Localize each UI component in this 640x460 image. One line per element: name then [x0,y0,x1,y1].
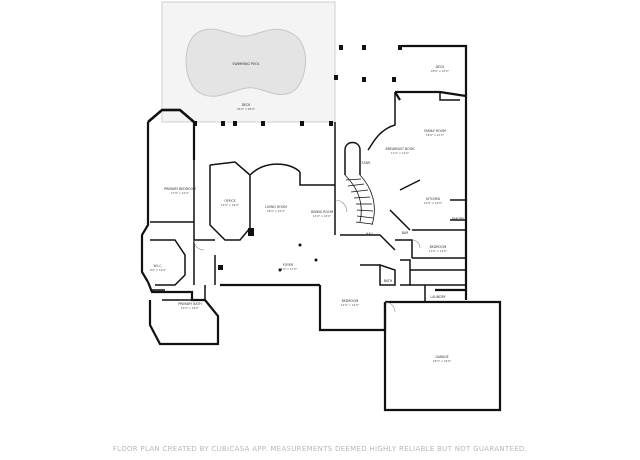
breakfast-nook-label: BREAKFAST NOOK [386,147,416,151]
bay-window [147,108,195,123]
wic-label: W.I.C. [154,264,163,268]
bedroom2-dim: 12'0" x 14'0" [341,303,360,307]
dining-room-dim: 14'0" x 16'0" [313,214,332,218]
laundry-label: LAUNDRY [430,295,445,299]
living-room-label: LIVING ROOM [265,205,287,209]
bath-label: BATH [384,279,393,283]
primary-bedroom-dim: 17'0" x 21'0" [171,191,190,195]
breakfast-nook-dim: 11'0" x 12'0" [391,151,410,155]
primary-bath-label: PRIMARY BATH [178,302,202,306]
bar-label: BAR [402,231,409,235]
garage-dim: 24'0" x 24'0" [433,359,452,363]
primary-bedroom-label: PRIMARY BEDROOM [164,187,196,191]
foyer-dim: 14'0" x 17'0" [279,267,298,271]
deck2-dim: 18'0" x 14'0" [431,69,450,73]
pool-label: SWIMMING POOL [232,62,259,66]
office-dim: 12'0" x 19'0" [221,203,240,207]
deck-label: DECK [242,103,252,107]
foyer-columns [218,228,318,272]
deck-dim: 25'0" x 48'0" [237,107,256,111]
kitchen-label: KITCHEN [426,197,440,201]
garage-label: GARAGE [435,355,448,359]
stair-label: STAIR [361,161,371,165]
wic-dim: 9'0" x 12'0" [150,268,167,272]
door-swings [193,199,421,313]
swimming-pool [185,28,307,97]
staircase [344,174,375,226]
bedroom1-dim: 13'0" x 13'0" [429,249,448,253]
hall-label: HALL [366,232,374,236]
bedroom1-label: BEDROOM [430,245,447,249]
bedroom2-label: BEDROOM [342,299,359,303]
exterior-walls [140,44,502,412]
kitchen-dim: 16'0" x 19'0" [424,201,443,205]
living-room-dim: 18'0" x 22'0" [267,209,286,213]
disclaimer-footer: FLOOR PLAN CREATED BY CUBICASA APP. MEAS… [112,445,528,453]
interior-walls [150,92,466,302]
foyer-label: FOYER [283,263,294,267]
family-room-label: FAMILY ROOM [424,129,446,133]
family-room-dim: 18'0" x 21'0" [426,133,445,137]
primary-bath-dim: 16'0" x 18'0" [181,306,200,310]
pantry-label: PANTRY [452,217,464,221]
deck2-label: DECK [436,65,446,69]
office-label: OFFICE [224,199,235,203]
dining-room-label: DINING ROOM [311,210,334,214]
